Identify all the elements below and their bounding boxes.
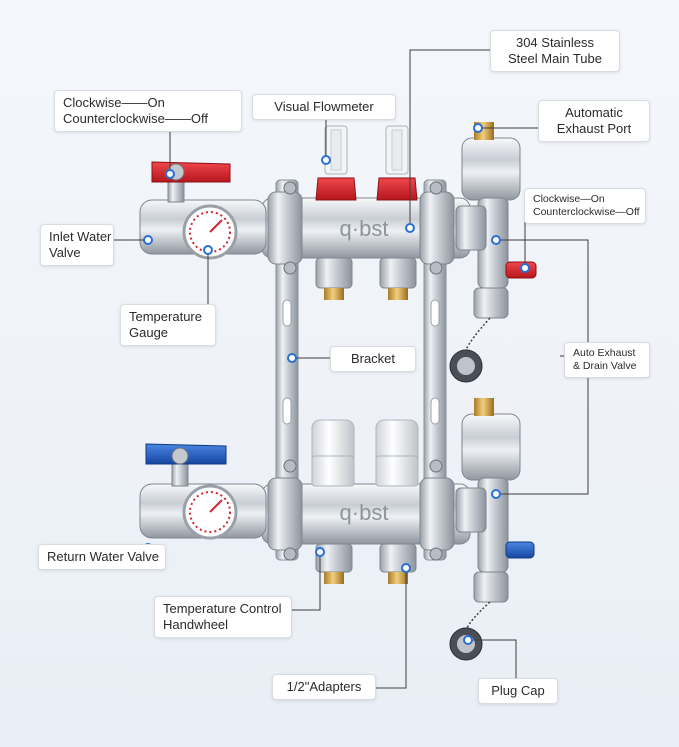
visual-flowmeter-text: Visual Flowmeter	[274, 99, 374, 114]
top-manifold: q·bst	[261, 181, 471, 275]
label-valve-rotation: Clockwise——On Counterclockwise——Off	[54, 90, 242, 132]
valve-rotation-line2: Counterclockwise——Off	[63, 111, 208, 126]
main-tube-line2: Steel Main Tube	[508, 51, 602, 66]
temp-gauge-line2: Gauge	[129, 325, 169, 340]
auto-exhaust-drain-line1: Auto Exhaust	[573, 347, 636, 359]
label-temp-gauge: Temperature Gauge	[120, 304, 216, 346]
label-auto-exhaust-drain: Auto Exhaust & Drain Valve	[564, 342, 650, 378]
inlet-valve-line1: Inlet Water	[49, 229, 112, 244]
bottom-exhaust-drain	[449, 398, 535, 661]
return-valve	[139, 443, 267, 540]
label-inlet-valve: Inlet Water Valve	[40, 224, 114, 266]
temp-handwheel-line2: Handwheel	[163, 617, 229, 632]
main-tube-line1: 304 Stainless	[515, 35, 595, 50]
exhaust-port-line1: Automatic	[565, 105, 623, 120]
brand-logo-bottom: q·bst	[340, 500, 389, 525]
brand-logo-top: q·bst	[340, 216, 389, 241]
valve-rotation-line1: Clockwise——On	[63, 95, 165, 110]
plug-cap-text: Plug Cap	[491, 683, 545, 698]
bottom-adapters	[315, 543, 417, 584]
temp-gauge-line1: Temperature	[129, 309, 202, 324]
bottom-manifold: q·bst	[261, 459, 471, 561]
label-plug-cap: Plug Cap	[478, 678, 558, 704]
drain-rotation-line2: Counterclockwise—Off	[533, 206, 640, 218]
label-adapters: 1/2"Adapters	[272, 674, 376, 700]
label-bracket: Bracket	[330, 346, 416, 372]
bracket-text: Bracket	[350, 351, 396, 366]
adapters-text: 1/2"Adapters	[286, 679, 362, 694]
drain-rotation-line1: Clockwise—On	[533, 193, 605, 205]
label-main-tube: 304 Stainless Steel Main Tube	[490, 30, 620, 72]
handwheels	[311, 419, 419, 487]
inlet-valve-line2: Valve	[49, 245, 81, 260]
top-adapters	[315, 257, 417, 300]
exhaust-port-line2: Exhaust Port	[556, 121, 632, 136]
inlet-valve	[139, 161, 267, 260]
leader-lines	[110, 49, 589, 691]
label-exhaust-port: Automatic Exhaust Port	[538, 100, 650, 142]
return-valve-text: Return Water Valve	[47, 549, 159, 564]
flowmeters	[315, 125, 418, 201]
label-temp-handwheel: Temperature Control Handwheel	[154, 596, 292, 638]
label-drain-rotation: Clockwise—On Counterclockwise—Off	[524, 188, 646, 224]
label-visual-flowmeter: Visual Flowmeter	[252, 94, 396, 120]
label-return-valve: Return Water Valve	[38, 544, 166, 570]
auto-exhaust-drain-line2: & Drain Valve	[573, 360, 637, 372]
top-exhaust-drain	[449, 122, 537, 383]
temp-handwheel-line1: Temperature Control	[163, 601, 282, 616]
